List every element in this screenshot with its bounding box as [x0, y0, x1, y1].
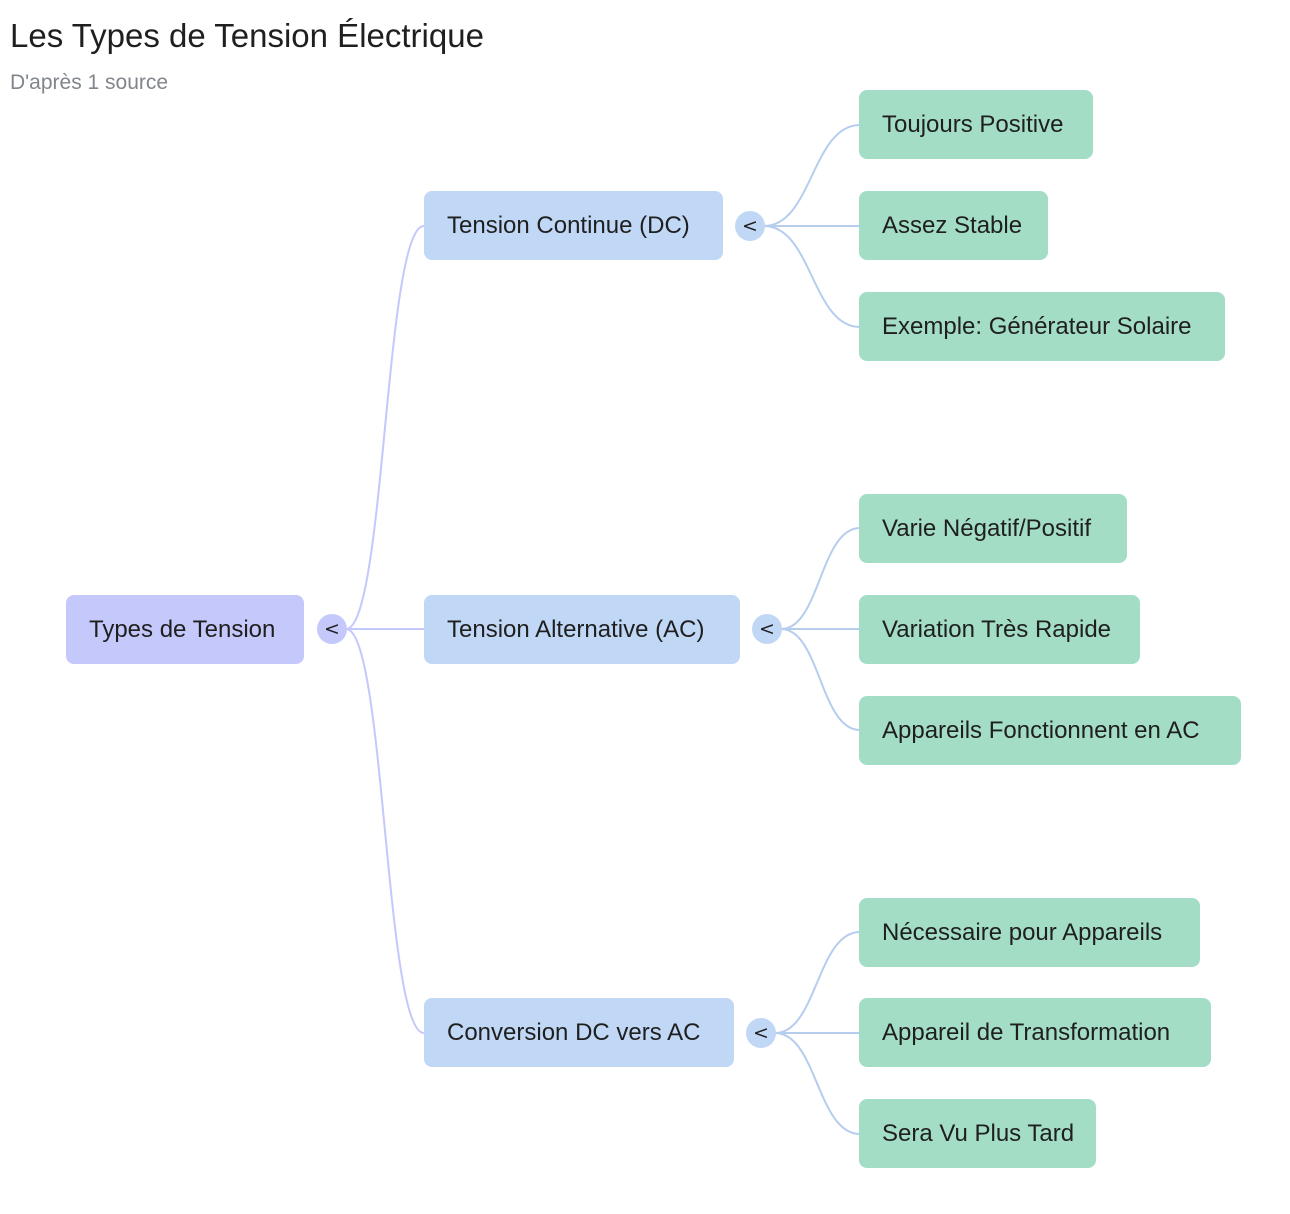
- root-collapse-toggle[interactable]: <: [317, 614, 347, 644]
- leaf-node-ac-3[interactable]: Appareils Fonctionnent en AC: [859, 696, 1241, 765]
- connector-conversion-leaf-3: [774, 1032, 861, 1135]
- connector-root-dc: [345, 225, 425, 630]
- branch-conversion-collapse-toggle[interactable]: <: [746, 1018, 776, 1048]
- leaf-node-dc-2[interactable]: Assez Stable: [859, 191, 1048, 260]
- leaf-node-ac-2[interactable]: Variation Très Rapide: [859, 595, 1140, 664]
- connector-ac-leaf-3: [780, 628, 861, 731]
- connector-ac-leaf-1: [780, 527, 861, 630]
- branch-dc-collapse-toggle[interactable]: <: [735, 211, 765, 241]
- root-node[interactable]: Types de Tension: [66, 595, 304, 664]
- source-count: D'après 1 source: [10, 71, 169, 94]
- leaf-node-dc-3[interactable]: Exemple: Générateur Solaire: [859, 292, 1225, 361]
- branch-node-ac[interactable]: Tension Alternative (AC): [424, 595, 740, 664]
- branch-node-dc[interactable]: Tension Continue (DC): [424, 191, 723, 260]
- connector-dc-leaf-3: [763, 225, 861, 328]
- branch-node-conversion[interactable]: Conversion DC vers AC: [424, 998, 734, 1067]
- leaf-node-dc-1[interactable]: Toujours Positive: [859, 90, 1093, 159]
- branch-ac-collapse-toggle[interactable]: <: [752, 614, 782, 644]
- page-title: Les Types de Tension Électrique: [10, 17, 484, 54]
- leaf-node-conversion-2[interactable]: Appareil de Transformation: [859, 998, 1211, 1067]
- connector-conversion-leaf-1: [774, 931, 861, 1034]
- leaf-node-conversion-1[interactable]: Nécessaire pour Appareils: [859, 898, 1200, 967]
- connector-root-conversion: [345, 628, 425, 1034]
- connector-dc-leaf-1: [763, 124, 861, 227]
- leaf-node-ac-1[interactable]: Varie Négatif/Positif: [859, 494, 1127, 563]
- leaf-node-conversion-3[interactable]: Sera Vu Plus Tard: [859, 1099, 1096, 1168]
